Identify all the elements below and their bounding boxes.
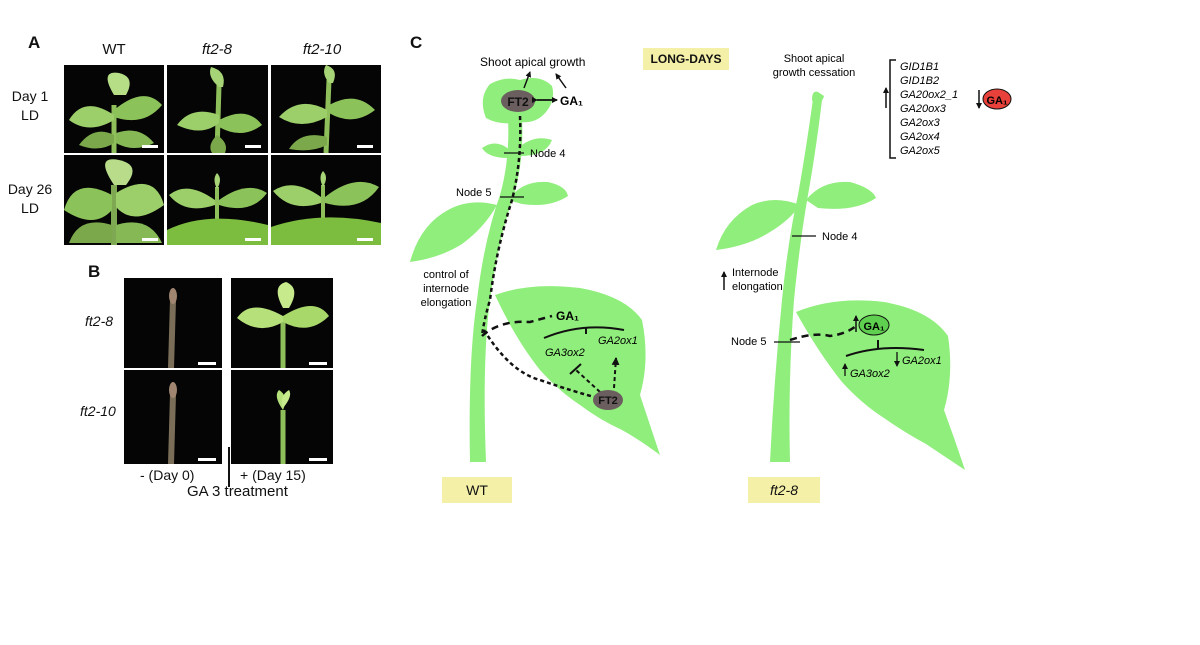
photo-ft2-8-day1	[167, 65, 268, 153]
panel-c-letter: C	[410, 33, 423, 52]
wt-ft2-apex-label: FT2	[507, 95, 529, 109]
mutant-apex-line2: growth cessation	[773, 67, 856, 79]
mutant-genotype-label: ft2-8	[748, 477, 820, 503]
photo-b-ft2-10-day0	[124, 370, 222, 464]
wt-apex-arrow-1	[523, 71, 532, 89]
mutant-leaf-upper-right	[806, 181, 876, 209]
wt-ft2-leaf-path	[482, 329, 599, 400]
gene-4: GA2ox3	[900, 117, 941, 129]
panel-b-row-ft2-8: ft2-8	[85, 313, 114, 329]
panel-b-divider	[228, 447, 230, 487]
mutant-ga1-red-label: GA₁	[986, 95, 1008, 107]
wt-ga1-leaf: GA₁	[556, 309, 579, 323]
wt-ft2-path	[480, 115, 522, 337]
panel-a-row-day26: Day 26 LD	[0, 180, 60, 218]
gene-list: GID1B1 GID1B2 GA20ox2_1 GA20ox3 GA2ox3 G…	[900, 61, 958, 157]
panel-b-letter: B	[88, 262, 101, 281]
wt-ft2-leaf-ellipse	[593, 390, 623, 410]
gene-3: GA20ox3	[900, 103, 947, 115]
mutant-plant	[716, 91, 965, 470]
panel-a-letter: A	[28, 33, 41, 52]
mutant-ga1-green-label: GA₁	[863, 321, 885, 333]
mutant-apex-line1: Shoot apical	[784, 53, 845, 65]
gene-5: GA2ox4	[900, 131, 940, 143]
row-day1-line2: LD	[21, 107, 39, 123]
panel-b-treatment: GA 3 treatment	[187, 483, 288, 500]
wt-control-line2: internode	[423, 283, 469, 295]
mutant-node4: Node 4	[822, 231, 857, 243]
wt-leaf-node5	[508, 181, 568, 205]
photo-ft2-8-day26	[167, 155, 268, 245]
mutant-leaf-large	[796, 300, 965, 470]
row-day26-line2: LD	[21, 200, 39, 216]
mutant-ga1-red-ellipse	[982, 88, 1012, 110]
wt-ga1-apex: GA₁	[560, 94, 583, 108]
photo-wt-day26	[64, 155, 164, 245]
wt-ft2-leaf-label: FT2	[598, 395, 618, 407]
mutant-ga1-path	[789, 325, 857, 342]
mutant-leaf-left	[716, 200, 800, 250]
mutant-apex	[812, 91, 824, 104]
wt-genotype-label: WT	[442, 477, 512, 503]
wt-control-line3: elongation	[421, 297, 472, 309]
panel-a-col-wt: WT	[102, 41, 126, 58]
wt-control-line1: control of	[423, 269, 469, 281]
panel-b-minus-day0: - (Day 0)	[140, 467, 195, 483]
mutant-ga3ox2: GA3ox2	[850, 368, 890, 380]
gene-2: GA20ox2_1	[900, 89, 958, 101]
wt-apex-note: Shoot apical growth	[480, 55, 585, 69]
gene-0: GID1B1	[900, 61, 939, 73]
panel-b-row-ft2-10: ft2-10	[80, 403, 116, 419]
photo-ft2-10-day26	[271, 155, 381, 245]
wt-leaf-left	[410, 202, 497, 262]
wt-node5: Node 5	[456, 187, 491, 199]
photo-wt-day1	[64, 65, 164, 153]
wt-leaf-small-left	[482, 143, 510, 158]
wt-node4: Node 4	[530, 148, 565, 160]
mutant-ga2ox1: GA2ox1	[902, 355, 942, 367]
row-day1-line1: Day 1	[11, 88, 49, 104]
panel-a-col-ft2-8: ft2-8	[201, 41, 232, 58]
panel-a-col-ft2-10: ft2-10	[302, 41, 342, 58]
panel-b-plus-day15: + (Day 15)	[240, 467, 306, 483]
photo-b-ft2-8-day15	[231, 278, 333, 368]
mutant-internode-line1: Internode	[732, 267, 778, 279]
gene-6: GA2ox5	[900, 145, 941, 157]
mutant-stem	[770, 92, 822, 462]
genes-bracket	[889, 59, 896, 159]
row-day26-line1: Day 26	[7, 181, 53, 197]
wt-ft2-apex-ellipse	[501, 90, 535, 112]
mutant-ga1-bar	[845, 347, 925, 357]
photo-ft2-10-day1	[271, 65, 381, 153]
wt-apex-arrow-2	[555, 73, 567, 89]
mutant-ga1-green-ellipse	[858, 314, 890, 336]
wt-stem	[469, 118, 523, 462]
wt-ga1-bar	[543, 326, 625, 339]
wt-ft2-to-ga2ox1	[611, 357, 620, 389]
photo-b-ft2-8-day0	[124, 278, 222, 368]
wt-ga2ox1: GA2ox1	[598, 335, 638, 347]
panel-a-row-day1: Day 1 LD	[0, 87, 60, 125]
wt-leaf-small-right	[518, 138, 552, 156]
wt-ft2-inhibit-ga3ox2	[575, 369, 601, 393]
photo-b-ft2-10-day15	[231, 370, 333, 464]
mutant-node5: Node 5	[731, 336, 766, 348]
mutant-internode-line2: elongation	[732, 281, 783, 293]
gene-1: GID1B2	[900, 75, 939, 87]
wt-ga3ox2: GA3ox2	[545, 347, 585, 359]
long-days-label: LONG-DAYS	[643, 48, 729, 70]
